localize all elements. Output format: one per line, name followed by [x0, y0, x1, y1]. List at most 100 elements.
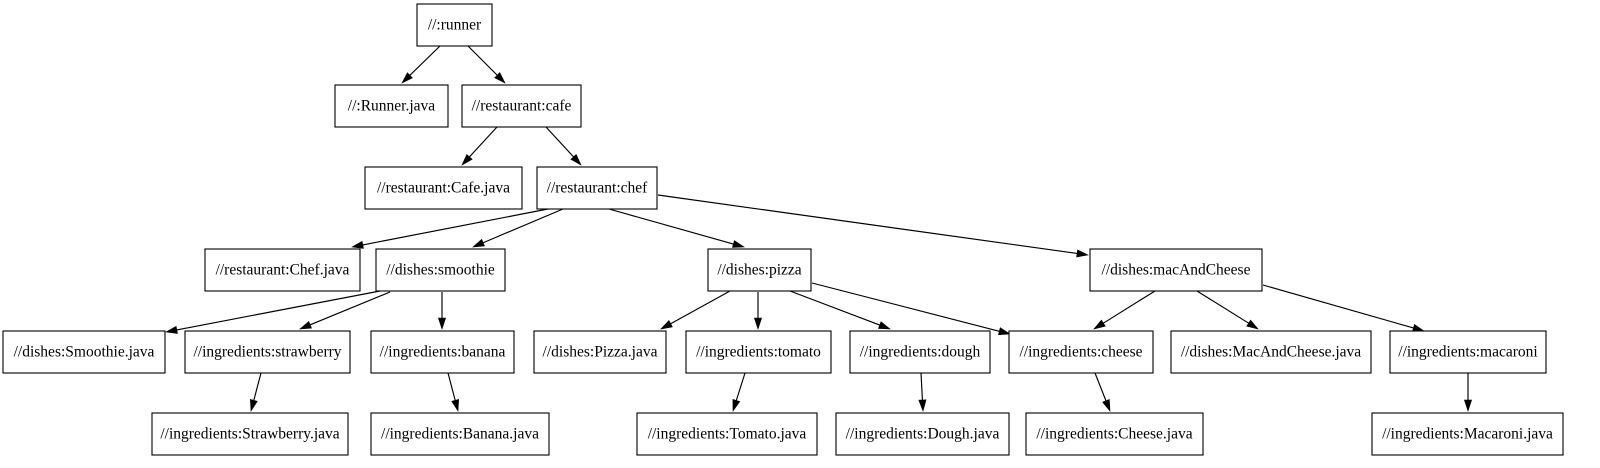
- graph-edge: [657, 194, 1089, 258]
- graph-edge: [1094, 372, 1111, 412]
- node-box[interactable]: [461, 84, 582, 128]
- node-box[interactable]: [1389, 330, 1547, 374]
- graph-node-dough[interactable]: //ingredients:dough: [849, 330, 991, 374]
- node-box[interactable]: [184, 330, 351, 374]
- edge-arrowhead-icon: [437, 317, 447, 330]
- graph-edge: [1463, 373, 1473, 412]
- graph-node-chef[interactable]: //restaurant:chef: [536, 166, 658, 210]
- graph-edge: [608, 208, 745, 248]
- edge-arrowhead-icon: [1246, 319, 1259, 330]
- node-label: //ingredients:cheese: [1019, 344, 1142, 361]
- node-box[interactable]: [533, 330, 667, 374]
- node-box[interactable]: [1371, 412, 1564, 456]
- edge-arrowhead-icon: [299, 320, 312, 330]
- node-box[interactable]: [1170, 330, 1372, 374]
- edge-arrowhead-icon: [570, 153, 582, 166]
- graph-node-strawberry[interactable]: //ingredients:strawberry: [184, 330, 351, 374]
- graph-node-macandcheese_java[interactable]: //dishes:MacAndCheese.java: [1170, 330, 1372, 374]
- graph-edge: [401, 45, 441, 84]
- node-box[interactable]: [370, 330, 515, 374]
- node-label: //:Runner.java: [348, 98, 436, 115]
- graph-node-macaroni_java[interactable]: //ingredients:Macaroni.java: [1371, 412, 1564, 456]
- graph-edge: [545, 126, 582, 166]
- graph-edge: [467, 45, 506, 84]
- graph-node-tomato_java[interactable]: //ingredients:Tomato.java: [636, 412, 818, 456]
- node-box[interactable]: [536, 166, 658, 210]
- graph-edge: [789, 290, 891, 330]
- graph-node-smoothie[interactable]: //dishes:smoothie: [375, 248, 506, 292]
- edge-line: [735, 372, 746, 401]
- node-box[interactable]: [685, 330, 832, 374]
- graph-node-chef_java[interactable]: //restaurant:Chef.java: [204, 248, 361, 292]
- node-box[interactable]: [707, 248, 812, 292]
- edge-arrowhead-icon: [401, 72, 413, 84]
- graph-node-banana[interactable]: //ingredients:banana: [370, 330, 515, 374]
- graph-node-macaroni[interactable]: //ingredients:macaroni: [1389, 330, 1547, 374]
- graph-node-runner[interactable]: //:runner: [416, 3, 493, 47]
- node-label: //ingredients:Strawberry.java: [160, 426, 339, 443]
- graph-node-pizza[interactable]: //dishes:pizza: [707, 248, 812, 292]
- node-label: //ingredients:strawberry: [193, 344, 341, 361]
- node-box[interactable]: [636, 412, 818, 456]
- node-box[interactable]: [1089, 248, 1263, 292]
- node-box[interactable]: [375, 248, 506, 292]
- node-box[interactable]: [1025, 412, 1204, 456]
- node-box[interactable]: [364, 166, 523, 210]
- edges-layer: [165, 45, 1473, 412]
- graph-edge: [1262, 284, 1425, 332]
- edge-arrowhead-icon: [1093, 319, 1106, 330]
- node-label: //ingredients:Tomato.java: [648, 426, 807, 443]
- edge-line: [467, 45, 498, 76]
- graph-node-tomato[interactable]: //ingredients:tomato: [685, 330, 832, 374]
- edge-arrowhead-icon: [1076, 249, 1089, 258]
- graph-node-dough_java[interactable]: //ingredients:Dough.java: [835, 412, 1010, 456]
- node-box[interactable]: [849, 330, 991, 374]
- edge-arrowhead-icon: [494, 72, 506, 84]
- node-label: //dishes:Smoothie.java: [14, 344, 155, 361]
- graph-node-macandcheese[interactable]: //dishes:macAndCheese: [1089, 248, 1263, 292]
- node-box[interactable]: [204, 248, 361, 292]
- node-label: //dishes:smoothie: [386, 262, 495, 279]
- graph-edge: [732, 372, 746, 412]
- node-box[interactable]: [1008, 330, 1154, 374]
- graph-node-cheese[interactable]: //ingredients:cheese: [1008, 330, 1154, 374]
- edge-arrowhead-icon: [472, 238, 485, 248]
- edge-line: [176, 290, 381, 331]
- edge-line: [1196, 290, 1249, 324]
- graph-node-banana_java[interactable]: //ingredients:Banana.java: [370, 412, 550, 456]
- node-label: //ingredients:Banana.java: [381, 426, 539, 443]
- graph-node-cheese_java[interactable]: //ingredients:Cheese.java: [1025, 412, 1204, 456]
- edge-line: [482, 208, 564, 244]
- node-label: //ingredients:macaroni: [1398, 344, 1538, 361]
- edge-arrowhead-icon: [249, 399, 258, 412]
- graph-node-smoothie_java[interactable]: //dishes:Smoothie.java: [2, 330, 166, 374]
- node-label: //ingredients:tomato: [696, 344, 821, 361]
- graph-edge: [249, 372, 262, 412]
- graph-edge: [437, 292, 447, 330]
- graph-edge: [461, 126, 498, 166]
- node-label: //restaurant:cafe: [472, 98, 572, 115]
- graph-edge: [351, 207, 554, 249]
- graph-node-cafe[interactable]: //restaurant:cafe: [461, 84, 582, 128]
- edge-line: [253, 372, 262, 401]
- node-box[interactable]: [370, 412, 550, 456]
- edge-arrowhead-icon: [351, 240, 364, 249]
- node-box[interactable]: [334, 84, 449, 128]
- graph-node-pizza_java[interactable]: //dishes:Pizza.java: [533, 330, 667, 374]
- graph-edge: [299, 291, 391, 330]
- graph-node-runner_java[interactable]: //:Runner.java: [334, 84, 449, 128]
- node-label: //ingredients:dough: [860, 344, 981, 361]
- graph-node-strawberry_java[interactable]: //ingredients:Strawberry.java: [151, 412, 349, 456]
- graph-edge: [753, 292, 763, 330]
- node-box[interactable]: [2, 330, 166, 374]
- graph-edge: [447, 372, 460, 412]
- node-box[interactable]: [416, 3, 493, 47]
- node-label: //dishes:Pizza.java: [543, 344, 658, 361]
- node-label: //dishes:MacAndCheese.java: [1181, 344, 1361, 361]
- node-box[interactable]: [835, 412, 1010, 456]
- graph-node-cafe_java[interactable]: //restaurant:Cafe.java: [364, 166, 523, 210]
- node-box[interactable]: [151, 412, 349, 456]
- graph-edge: [1093, 290, 1156, 330]
- edge-arrowhead-icon: [918, 399, 927, 412]
